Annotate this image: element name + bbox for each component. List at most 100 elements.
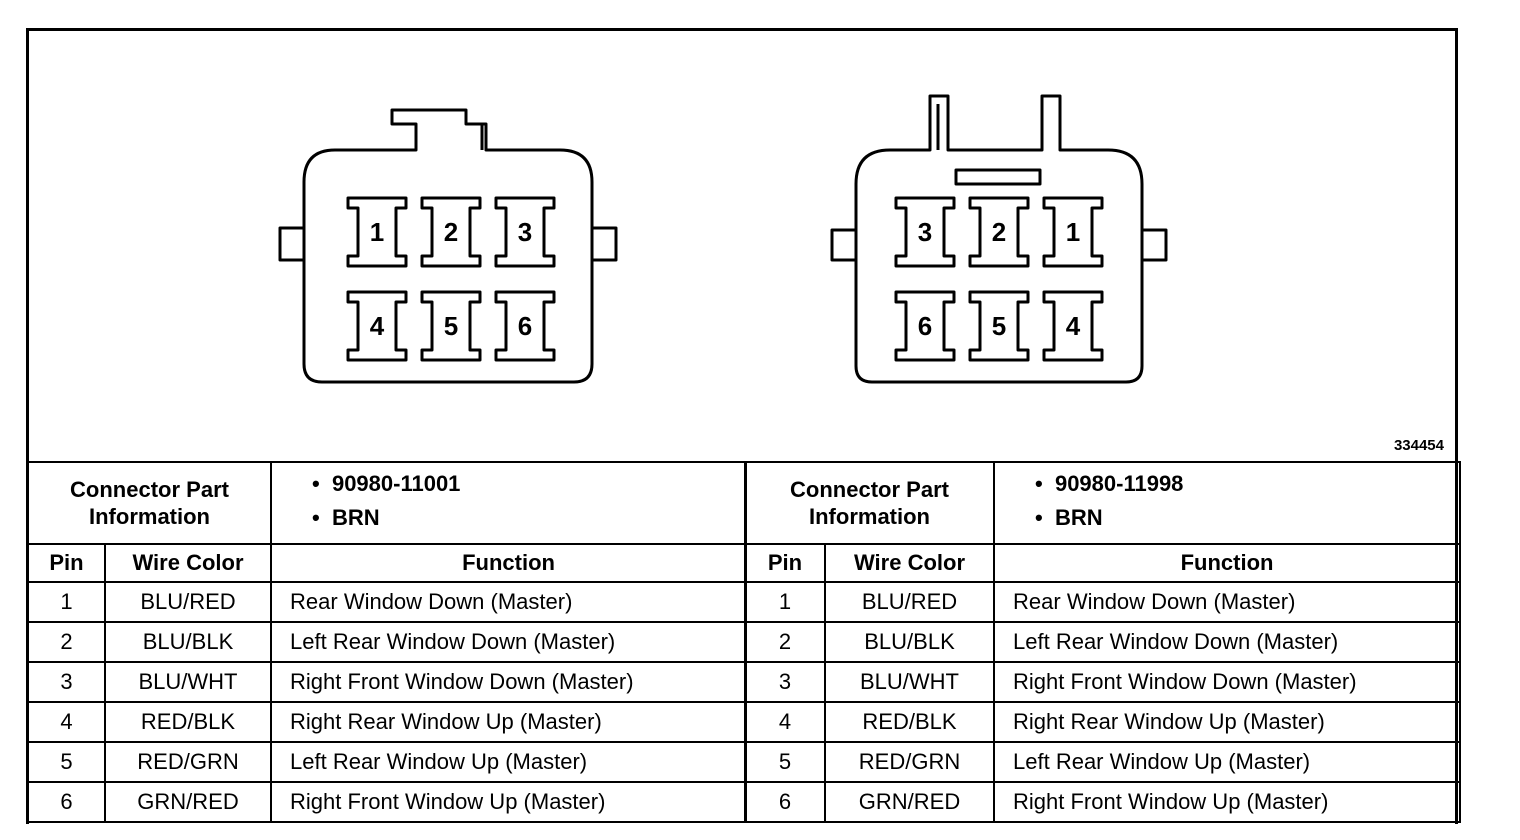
wire-color-header: Wire Color	[823, 543, 996, 583]
pin-number-label: 3	[518, 217, 532, 247]
pin-number-label: 1	[1066, 217, 1080, 247]
connector-table-right: Connector Part Information • 90980-11998…	[743, 461, 1462, 823]
part-number-item: • 90980-11001	[312, 471, 461, 496]
pin-number-label: 3	[918, 217, 932, 247]
wire-color-cell: BLU/WHT	[823, 661, 996, 703]
pin-header: Pin	[27, 543, 106, 583]
wire-color-cell: BLU/RED	[823, 581, 996, 623]
table-header-row: Pin Wire Color Function	[744, 543, 1462, 583]
connector-part-info: • 90980-11001 • BRN	[270, 461, 748, 545]
part-color: BRN	[331, 505, 380, 530]
connector-right-side-tab-left	[830, 228, 858, 262]
pin-cell: 1	[744, 581, 826, 623]
wire-color-cell: BLU/BLK	[823, 621, 996, 663]
pin-cell: 2	[27, 621, 106, 663]
terminal-cavity	[494, 290, 556, 362]
connector-left-pins: 1 2 3 4 5 6	[346, 196, 556, 362]
terminal-cavity	[1042, 196, 1104, 268]
connector-left-side-tab-left	[278, 226, 306, 262]
pin-number-label: 6	[918, 311, 932, 341]
part-number: 90980-11998	[1054, 471, 1184, 496]
table-header-row: Pin Wire Color Function	[27, 543, 748, 583]
terminal-cavity	[968, 196, 1030, 268]
pin-cell: 1	[27, 581, 106, 623]
connector-left-side-tab-right	[590, 226, 618, 262]
function-cell: Rear Window Down (Master)	[993, 581, 1462, 623]
pin-number-label: 6	[518, 311, 532, 341]
function-cell: Left Rear Window Down (Master)	[993, 621, 1462, 663]
pin-cell: 2	[744, 621, 826, 663]
part-number: 90980-11001	[331, 471, 461, 496]
pin-cell: 6	[744, 781, 826, 823]
wire-color-cell: RED/GRN	[103, 741, 273, 783]
connector-left-latch	[414, 124, 484, 150]
pin-number-label: 5	[992, 311, 1006, 341]
function-cell: Left Rear Window Up (Master)	[270, 741, 748, 783]
connector-info-row: Connector Part Information • 90980-11998…	[743, 461, 1462, 545]
connector-right-key-bar	[954, 168, 1042, 186]
terminal-cavity	[1042, 290, 1104, 362]
terminal-cavity	[346, 196, 408, 268]
terminal-cavity	[494, 196, 556, 268]
wire-color-cell: GRN/RED	[103, 781, 273, 823]
function-header: Function	[270, 543, 748, 583]
pin-number-label: 2	[444, 217, 458, 247]
part-color-item: • BRN	[312, 505, 380, 530]
terminal-cavity	[968, 290, 1030, 362]
pin-cell: 5	[744, 741, 826, 783]
pin-cell: 3	[27, 661, 106, 703]
pin-number-label: 5	[444, 311, 458, 341]
pin-number-label: 1	[370, 217, 384, 247]
pin-number-label: 4	[1066, 311, 1081, 341]
function-cell: Right Front Window Down (Master)	[993, 661, 1462, 703]
terminal-cavity	[420, 196, 482, 268]
function-cell: Right Rear Window Up (Master)	[270, 701, 748, 743]
wire-color-cell: RED/GRN	[823, 741, 996, 783]
function-cell: Rear Window Down (Master)	[270, 581, 748, 623]
pin-cell: 4	[744, 701, 826, 743]
terminal-cavity	[894, 196, 956, 268]
pin-cell: 6	[27, 781, 106, 823]
function-cell: Right Rear Window Up (Master)	[993, 701, 1462, 743]
pin-cell: 3	[744, 661, 826, 703]
function-header: Function	[993, 543, 1462, 583]
pin-number-label: 4	[370, 311, 385, 341]
wire-color-cell: RED/BLK	[103, 701, 273, 743]
wire-color-cell: BLU/WHT	[103, 661, 273, 703]
function-cell: Right Front Window Down (Master)	[270, 661, 748, 703]
diagram-frame	[26, 28, 1458, 824]
terminal-cavity	[894, 290, 956, 362]
function-cell: Right Front Window Up (Master)	[270, 781, 748, 823]
connector-left-housing	[302, 108, 594, 384]
connector-left-drawing: 1 2 3 4 5 6	[278, 108, 618, 384]
function-cell: Left Rear Window Up (Master)	[993, 741, 1462, 783]
wire-color-cell: BLU/BLK	[103, 621, 273, 663]
terminal-cavity	[420, 290, 482, 362]
function-cell: Right Front Window Up (Master)	[993, 781, 1462, 823]
part-number-item: • 90980-11998	[1035, 471, 1184, 496]
terminal-cavity	[346, 290, 408, 362]
pin-cell: 5	[27, 741, 106, 783]
connector-right-housing	[854, 94, 1144, 384]
wire-color-cell: RED/BLK	[823, 701, 996, 743]
pin-header: Pin	[744, 543, 826, 583]
wire-color-cell: GRN/RED	[823, 781, 996, 823]
connector-part-label: Connector Part Information	[26, 461, 273, 545]
wire-color-header: Wire Color	[103, 543, 273, 583]
part-color: BRN	[1054, 505, 1103, 530]
part-color-item: • BRN	[1035, 505, 1103, 530]
wire-color-cell: BLU/RED	[103, 581, 273, 623]
